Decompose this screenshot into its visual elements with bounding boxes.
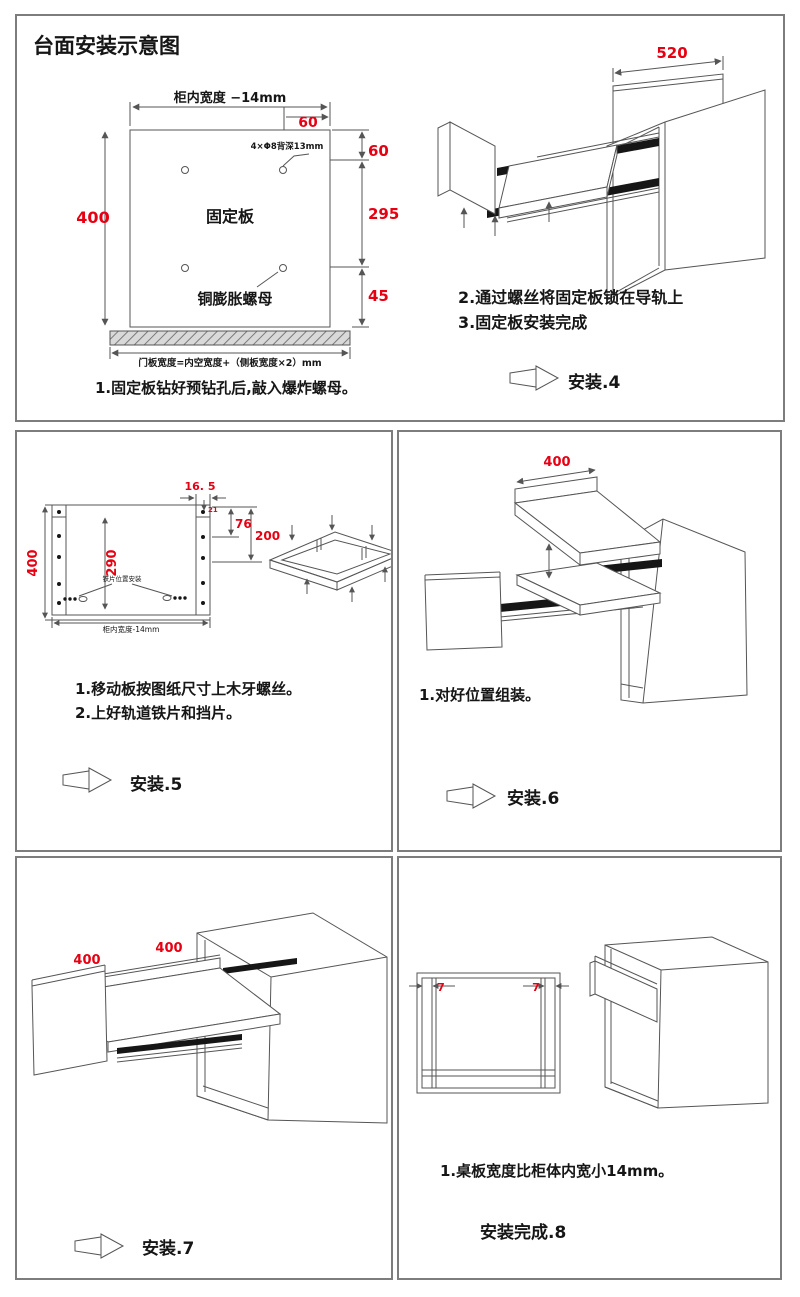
drawer-front xyxy=(437,121,496,215)
expansion-nut-label: 铜膨胀螺母 xyxy=(197,290,272,308)
dim-60-top: 60 xyxy=(298,115,318,131)
dim-16-5: 16. 5 xyxy=(185,480,216,493)
install-arrow-icon xyxy=(74,1233,125,1259)
dim-295: 295 xyxy=(368,205,399,223)
panel-step5-drawing: 16. 5 21 76 200 400 290 铁片位置安装 柜内宽度-14mm xyxy=(26,480,391,795)
dim-400-right: 400 xyxy=(155,941,182,956)
dim-400: 400 xyxy=(543,455,570,470)
iron-plate-note: 铁片位置安装 xyxy=(103,574,143,583)
panel-step8-drawing: 7 7 1.桌板宽度比柜体内宽小 xyxy=(409,936,769,1243)
moving-board-front-view xyxy=(42,494,262,628)
frame-iso-view xyxy=(268,515,391,602)
cabinet-inner-width-label: 柜内宽度 −14mm xyxy=(173,90,287,106)
badge-install-5: 安装.5 xyxy=(130,774,182,795)
floating-board xyxy=(513,476,662,567)
dim-60-right: 60 xyxy=(368,142,389,160)
caption-step3: 3.固定板安装完成 xyxy=(458,313,587,332)
drawer-front xyxy=(31,964,108,1076)
fixing-plate-label: 固定板 xyxy=(206,207,255,226)
caption-step1: 1.对好位置组装。 xyxy=(419,686,540,704)
dim-21: 21 xyxy=(208,506,218,514)
panel-step7: 400 400 安装.7 xyxy=(15,856,393,1280)
dim-45: 45 xyxy=(368,287,389,305)
badge-install-4: 安装.4 xyxy=(568,372,620,393)
dim-7-left: 7 xyxy=(437,981,445,994)
badge-install-complete-8: 安装完成.8 xyxy=(480,1222,566,1243)
install-arrow-icon xyxy=(62,767,113,793)
dim-400-rot: 400 xyxy=(26,549,41,576)
caption-step1: 1.固定板钻好预钻孔后,敲入爆炸螺母。 xyxy=(95,379,357,397)
cabinet-front-view xyxy=(409,972,569,1094)
caption-step2: 2.上好轨道铁片和挡片。 xyxy=(75,704,241,722)
dim-7-right: 7 xyxy=(532,981,540,994)
badge-install-7: 安装.7 xyxy=(142,1238,194,1259)
panel-step7-drawing: 400 400 安装.7 xyxy=(31,912,388,1259)
caption-step1: 1.桌板宽度比柜体内宽小14mm。 xyxy=(440,1162,673,1180)
dim-200: 200 xyxy=(255,529,280,543)
dim-400-left: 400 xyxy=(73,953,100,968)
panel-step6-drawing: 400 1.对好位置组装。 安装.6 xyxy=(419,455,748,809)
caption-step1: 1.移动板按图纸尺寸上木牙螺丝。 xyxy=(75,680,301,698)
panel-step6: 400 1.对好位置组装。 安装.6 xyxy=(397,430,782,852)
panel-step4-drawing: 台面安装示意图 柜内 xyxy=(33,34,766,397)
extended-table-iso-view xyxy=(31,912,388,1124)
hole-note: 4×Φ8背深13mm xyxy=(251,141,324,152)
dim-400: 400 xyxy=(76,208,109,227)
door-width-note: 门板宽度=内空宽度+（侧板宽度×2）mm xyxy=(138,357,321,369)
panel-step5: 16. 5 21 76 200 400 290 铁片位置安装 柜内宽度-14mm xyxy=(15,430,393,852)
lower-tabletop xyxy=(515,562,662,616)
install-arrow-icon xyxy=(509,365,560,391)
panel-step8: 7 7 1.桌板宽度比柜体内宽小 xyxy=(397,856,782,1280)
page-title: 台面安装示意图 xyxy=(33,34,180,58)
bottom-width-label: 柜内宽度-14mm xyxy=(103,624,160,634)
drawer-front xyxy=(589,955,658,1023)
assembly-iso-view xyxy=(424,467,748,704)
dim-520: 520 xyxy=(656,44,687,62)
dim-290-rot: 290 xyxy=(105,549,120,576)
fixing-plate-front-view xyxy=(101,102,369,359)
install-arrow-icon xyxy=(446,783,497,809)
screw-arrows xyxy=(460,201,553,236)
drawer-front xyxy=(424,571,503,651)
cabinet-iso-view xyxy=(437,56,766,301)
tabletop-board xyxy=(498,144,618,219)
panel-step4: 台面安装示意图 柜内 xyxy=(15,14,785,422)
caption-step2: 2.通过螺丝将固定板锁在导轨上 xyxy=(458,288,683,307)
dim-76: 76 xyxy=(235,517,252,531)
finished-cabinet-iso-view xyxy=(589,936,769,1109)
badge-install-6: 安装.6 xyxy=(507,788,559,809)
